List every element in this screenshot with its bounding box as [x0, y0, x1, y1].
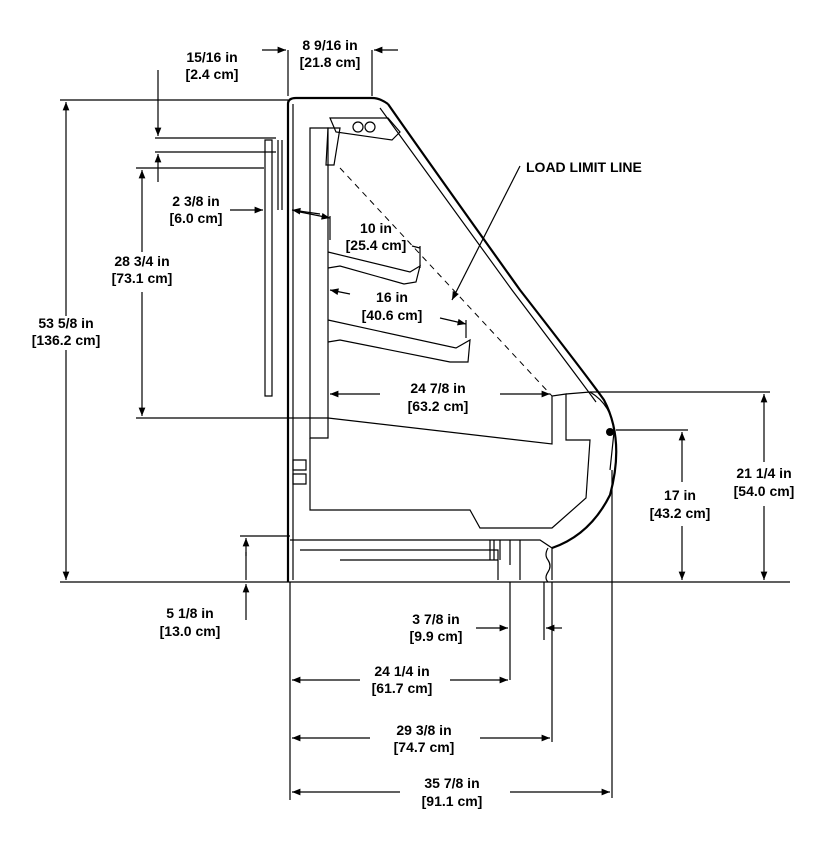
svg-text:[63.2 cm]: [63.2 cm]	[408, 398, 469, 414]
load-limit-line	[339, 167, 553, 397]
svg-text:16 in: 16 in	[376, 289, 408, 305]
svg-text:[54.0 cm]: [54.0 cm]	[734, 483, 795, 499]
dim-base-depth: 24 1/4 in [61.7 cm]	[289, 582, 508, 800]
svg-text:24 1/4 in: 24 1/4 in	[374, 663, 429, 679]
load-limit-label: LOAD LIMIT LINE	[526, 159, 642, 175]
svg-text:[43.2 cm]: [43.2 cm]	[650, 505, 711, 521]
deck-well	[309, 393, 591, 529]
front-glass-inner	[379, 107, 597, 403]
dim-top-offset: 15/16 in [2.4 cm]	[154, 49, 276, 182]
svg-text:10 in: 10 in	[360, 220, 392, 236]
load-limit-leader	[451, 165, 521, 301]
svg-text:29 3/8 in: 29 3/8 in	[396, 722, 451, 738]
dim-base-height: 5 1/8 in [13.0 cm]	[160, 535, 290, 639]
svg-text:[25.4 cm]: [25.4 cm]	[346, 237, 407, 253]
svg-text:[61.7 cm]: [61.7 cm]	[372, 680, 433, 696]
svg-text:53 5/8 in: 53 5/8 in	[38, 315, 93, 331]
base-leg	[509, 540, 521, 580]
dim-front-height: 21 1/4 in [54.0 cm]	[590, 391, 795, 580]
upper-shelf	[327, 251, 421, 285]
base-top	[290, 539, 553, 580]
svg-text:35 7/8 in: 35 7/8 in	[424, 775, 479, 791]
kick-bellows	[545, 547, 551, 583]
svg-text:24 7/8 in: 24 7/8 in	[410, 380, 465, 396]
base-pipes	[489, 540, 501, 560]
dim-top-width: 8 9/16 in [21.8 cm]	[262, 37, 398, 96]
svg-text:[74.7 cm]: [74.7 cm]	[394, 739, 455, 755]
canopy-light	[329, 117, 401, 141]
svg-text:5 1/8 in: 5 1/8 in	[166, 605, 213, 621]
svg-text:15/16 in: 15/16 in	[186, 49, 237, 65]
canopy-bracket	[325, 127, 341, 166]
riser-panel	[264, 139, 273, 397]
svg-text:[2.4 cm]: [2.4 cm]	[186, 66, 239, 82]
dim-lower-shelf: 16 in [40.6 cm]	[329, 288, 467, 326]
svg-text:[73.1 cm]: [73.1 cm]	[112, 270, 173, 286]
svg-text:21 1/4 in: 21 1/4 in	[736, 465, 791, 481]
svg-text:[136.2 cm]: [136.2 cm]	[32, 332, 100, 348]
dim-kick-depth: 3 7/8 in [9.9 cm]	[410, 582, 562, 680]
dim-overall-height: 53 5/8 in [136.2 cm]	[32, 99, 288, 580]
back-wall	[286, 96, 389, 582]
bumper-knob	[606, 428, 614, 436]
svg-text:3 7/8 in: 3 7/8 in	[412, 611, 459, 627]
front-glass	[387, 103, 618, 550]
svg-text:2 3/8 in: 2 3/8 in	[172, 193, 219, 209]
svg-text:17 in: 17 in	[664, 487, 696, 503]
dim-display-height: 28 3/4 in [73.1 cm]	[112, 167, 328, 419]
case-body	[60, 96, 790, 583]
svg-text:[40.6 cm]: [40.6 cm]	[362, 307, 423, 323]
light-circle-left	[352, 121, 364, 133]
light-circle-right	[364, 121, 376, 133]
dim-upper-shelf: 10 in [25.4 cm]	[299, 211, 421, 253]
dim-case-depth: 29 3/8 in [74.7 cm]	[292, 582, 553, 755]
svg-text:[21.8 cm]: [21.8 cm]	[300, 54, 361, 70]
svg-text:[9.9 cm]: [9.9 cm]	[410, 628, 463, 644]
svg-text:[91.1 cm]: [91.1 cm]	[422, 793, 483, 809]
dim-deck-depth: 24 7/8 in [63.2 cm]	[330, 380, 550, 414]
dim-panel-offset: 2 3/8 in [6.0 cm]	[170, 193, 321, 226]
dim-bumper-height: 17 in [43.2 cm]	[616, 429, 711, 580]
svg-text:8 9/16 in: 8 9/16 in	[302, 37, 357, 53]
lower-shelf	[327, 319, 471, 363]
back-panel	[309, 127, 329, 439]
svg-text:[13.0 cm]: [13.0 cm]	[160, 623, 221, 639]
svg-text:[6.0 cm]: [6.0 cm]	[170, 210, 223, 226]
base-recess	[300, 549, 499, 580]
dim-overall-depth: 35 7/8 in [91.1 cm]	[292, 470, 613, 809]
side-vents	[292, 459, 307, 485]
svg-text:28 3/4 in: 28 3/4 in	[114, 253, 169, 269]
